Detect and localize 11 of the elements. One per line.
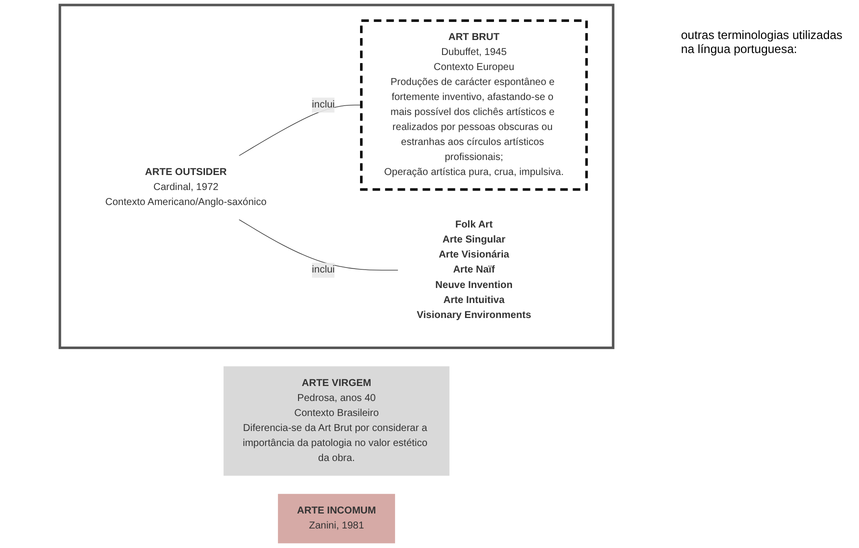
- note-text: outras terminologias utilizadas na língua portuguesa:: [681, 28, 844, 56]
- node-box: ARTE INCOMUM Zanini, 1981: [278, 494, 396, 544]
- node-text: Folk Art Arte Singular Arte Visionária Arte Naïf Neuve Invention Arte Intuitiva Visionary Environments: [416, 220, 532, 320]
- connector: [238, 219, 398, 271]
- edge-label: inclui: [312, 264, 335, 276]
- node-box: ARTE VIRGEM Pedrosa, anos 40 Contexto Brasileiro Diferencia-se da Art Brut por considerar a importância da patologia no valor estético da obra.: [224, 366, 450, 476]
- node-box: ART BRUT Dubuffet, 1945 Contexto Europeu Produções de carácter espontâneo e fortemente inventivo, afastando-se o mais possível dos clichês artísticos e realizados por pessoas obscuras ou estranhas aos círculos artísticos profissionais; Operação artística pura, crua, impulsiva.: [360, 19, 588, 191]
- connector: [238, 104, 362, 156]
- edge-label: inclui: [312, 99, 335, 110]
- cluster: [58, 4, 614, 350]
- node-text: ARTE OUTSIDER Cardinal, 1972 Contexto Americano/Anglo-saxónico: [105, 167, 267, 208]
